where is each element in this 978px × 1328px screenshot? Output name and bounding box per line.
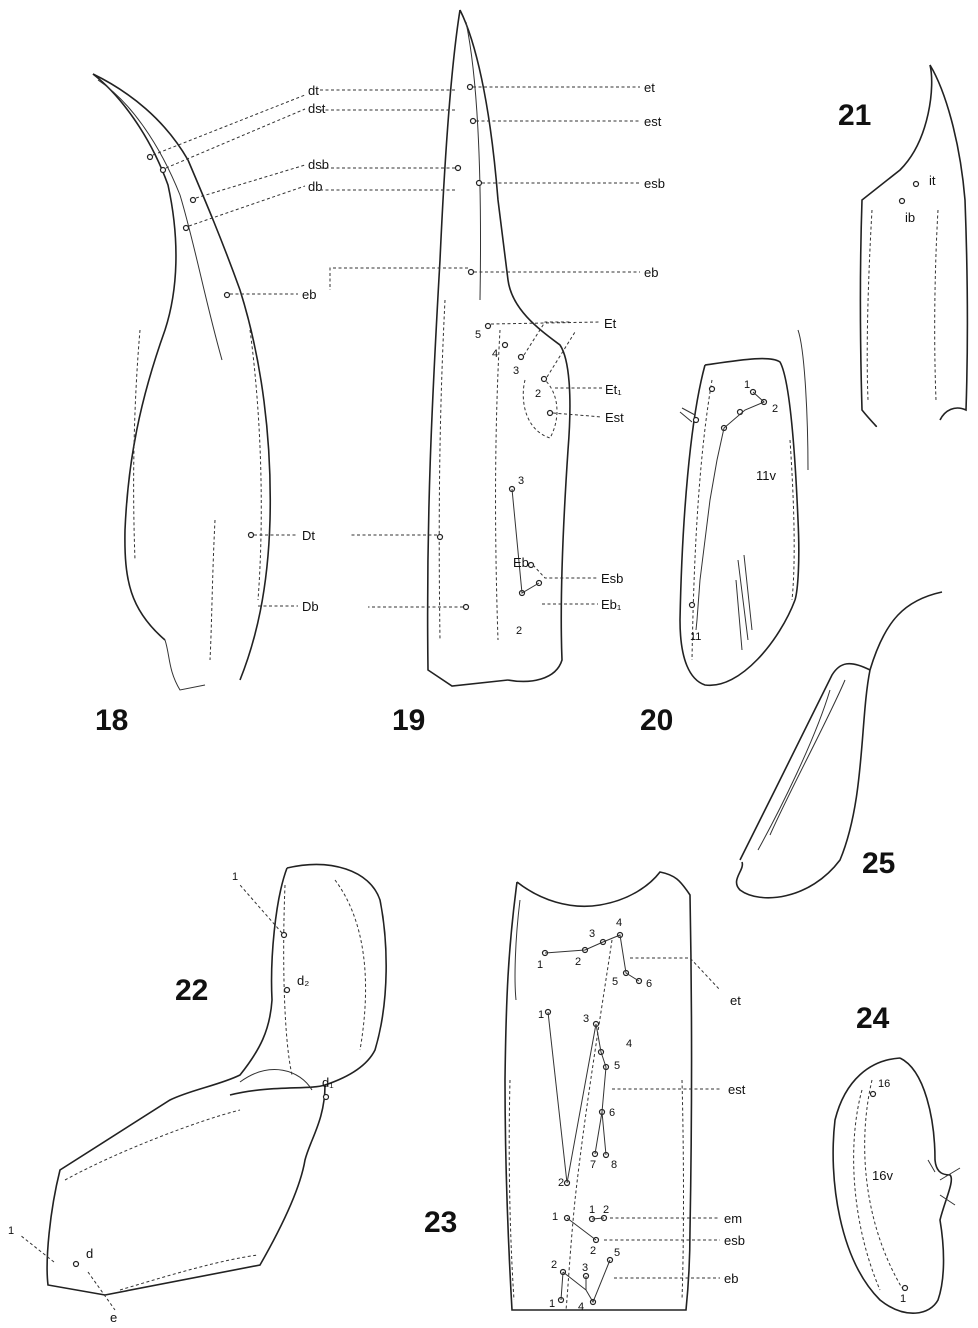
- num-b1: 1: [552, 1211, 558, 1223]
- label-Eb1: Eb₁: [601, 597, 622, 612]
- num-3: 3: [513, 365, 519, 377]
- label-d1: d₁: [322, 1075, 334, 1090]
- figure-20-chela-ventral: 1 2 11v 11 20: [640, 330, 808, 737]
- label-eb: eb: [644, 265, 658, 280]
- label-e: e: [110, 1310, 117, 1325]
- label-esb: esb: [724, 1233, 745, 1248]
- figure-number-23: 23: [424, 1206, 457, 1239]
- num-1: 1: [744, 379, 750, 391]
- label-em: em: [724, 1211, 742, 1226]
- num-2: 2: [535, 388, 541, 400]
- figure-number-21: 21: [838, 99, 871, 132]
- num-s8: 8: [611, 1159, 617, 1171]
- num-eb5: 5: [614, 1247, 620, 1259]
- num-b2: 2: [590, 1245, 596, 1257]
- figure-19-chela-external: et est esb eb Et Et₁ Est Esb Eb₁ Eb 5 4 …: [318, 10, 665, 737]
- figure-number-18: 18: [95, 704, 128, 737]
- label-dst: dst: [308, 101, 326, 116]
- figure-24-patella-ventral: 16 16v 1 24: [833, 1002, 960, 1313]
- num-m1: 1: [589, 1204, 595, 1216]
- figure-21-patella: it ib 21: [838, 65, 967, 426]
- num-s7: 7: [590, 1159, 596, 1171]
- label-Et: Et: [604, 316, 617, 331]
- num-s5: 5: [614, 1060, 620, 1072]
- figure-23-patella-external: et est em esb eb 1 2 3 4 5 6 1 2 3 4 5 6…: [424, 872, 746, 1313]
- label-Esb: Esb: [601, 571, 623, 586]
- num-eb3: 3: [582, 1262, 588, 1274]
- label-Dt: Dt: [302, 528, 315, 543]
- label-db: db: [308, 179, 322, 194]
- num-s4: 4: [626, 1038, 632, 1050]
- num-4: 4: [492, 348, 498, 360]
- label-et: et: [644, 80, 655, 95]
- label-11v: 11v: [756, 468, 776, 483]
- figure-25-chela-lateral: 25: [737, 592, 942, 898]
- num-11: 11: [690, 631, 701, 643]
- num-1b: 1: [8, 1225, 14, 1237]
- num-eb4: 4: [578, 1301, 584, 1313]
- label-dsb: dsb: [308, 157, 329, 172]
- label-est: est: [644, 114, 662, 129]
- label-esb: esb: [644, 176, 665, 191]
- figure-number-24: 24: [856, 1002, 890, 1035]
- label-eb: eb: [724, 1271, 738, 1286]
- num-s2: 2: [558, 1177, 564, 1189]
- num-t5: 5: [612, 976, 618, 988]
- label-est: est: [728, 1082, 746, 1097]
- label-it: it: [929, 173, 936, 188]
- num-3b: 3: [518, 475, 524, 487]
- label-Est: Est: [605, 410, 624, 425]
- figure-number-20: 20: [640, 704, 673, 737]
- num-16: 16: [878, 1078, 890, 1090]
- label-dt: dt: [308, 83, 319, 98]
- label-Et1: Et₁: [605, 382, 622, 397]
- num-t1: 1: [537, 959, 543, 971]
- num-m2: 2: [603, 1204, 609, 1216]
- num-2: 2: [772, 403, 778, 415]
- label-d: d: [86, 1246, 93, 1261]
- label-16v: 16v: [872, 1168, 893, 1183]
- num-5: 5: [475, 329, 481, 341]
- label-eb: eb: [302, 287, 316, 302]
- label-Eb: Eb: [513, 555, 529, 570]
- label-Db: Db: [302, 599, 319, 614]
- num-s3: 3: [583, 1013, 589, 1025]
- figure-18-chela-dorsal: dt dst dsb db eb Dt Db 18: [93, 74, 329, 737]
- num-t6: 6: [646, 978, 652, 990]
- num-1a: 1: [232, 871, 238, 883]
- num-t3: 3: [589, 928, 595, 940]
- figure-number-22: 22: [175, 974, 208, 1007]
- num-eb2: 2: [551, 1259, 557, 1271]
- figure-number-19: 19: [392, 704, 425, 737]
- num-eb1: 1: [549, 1298, 555, 1310]
- num-s6: 6: [609, 1107, 615, 1119]
- label-d2: d₂: [297, 973, 309, 988]
- num-1: 1: [900, 1293, 906, 1305]
- num-2b: 2: [516, 625, 522, 637]
- num-t2: 2: [575, 956, 581, 968]
- figure-number-25: 25: [862, 847, 895, 880]
- num-s1: 1: [538, 1009, 544, 1021]
- num-t4: 4: [616, 917, 622, 929]
- label-et: et: [730, 993, 741, 1008]
- label-ib: ib: [905, 210, 915, 225]
- figure-22-pedipalp: 1 d₂ d₁ 1 d e 22: [8, 865, 386, 1325]
